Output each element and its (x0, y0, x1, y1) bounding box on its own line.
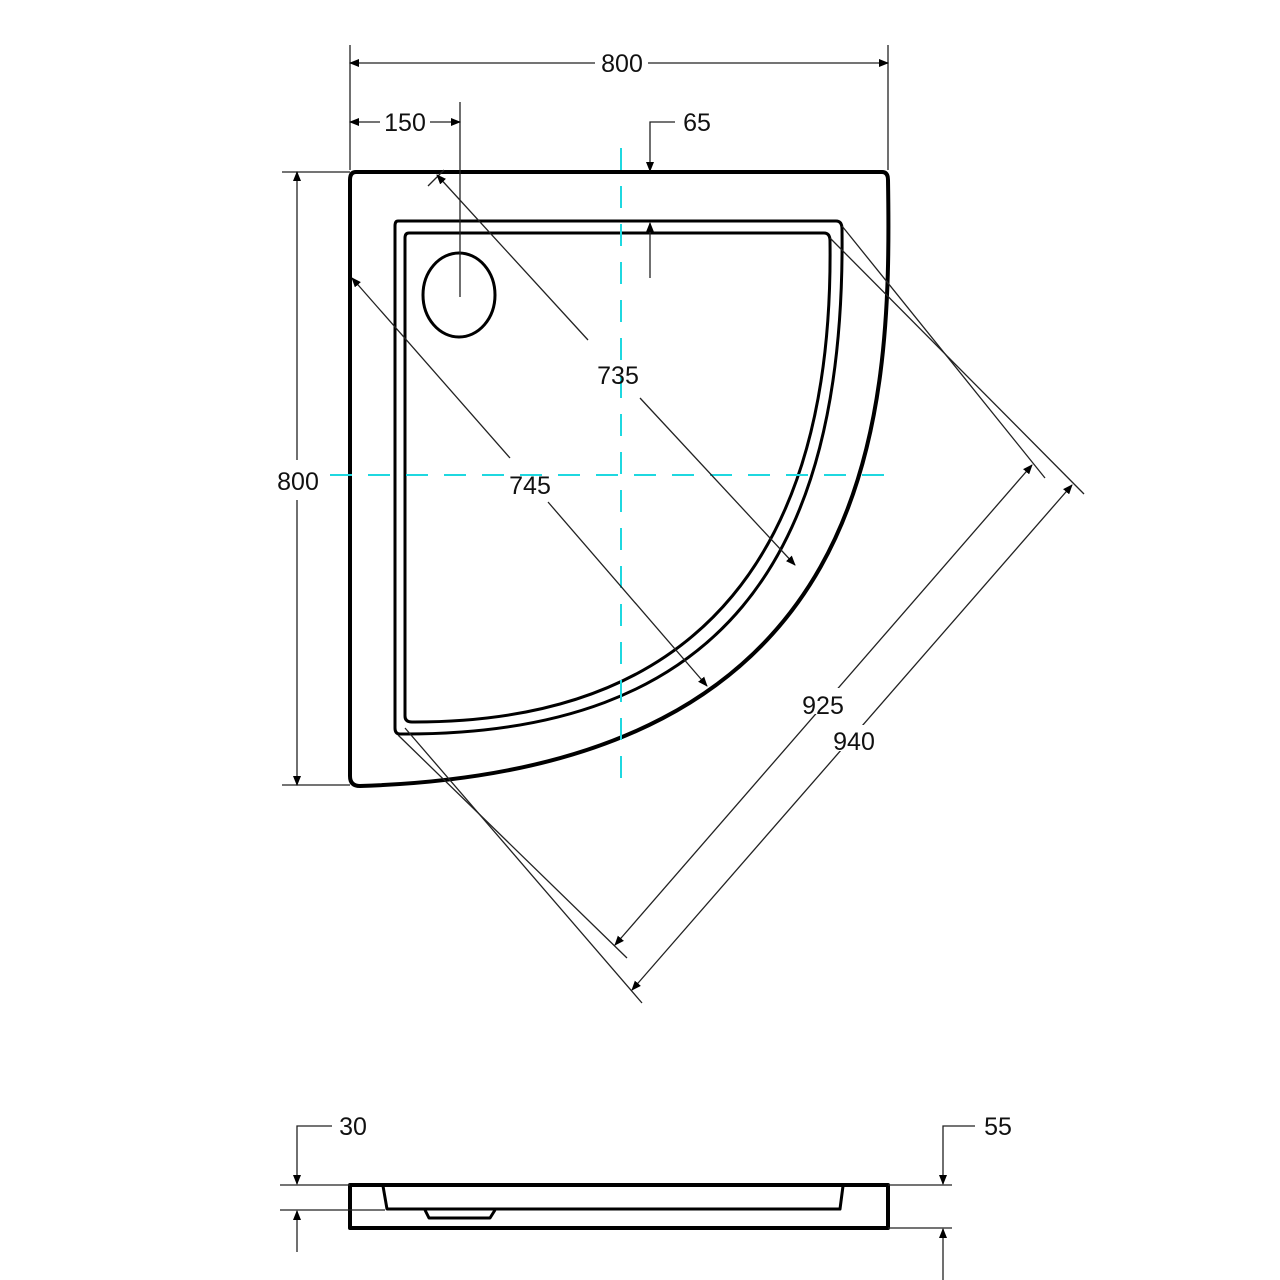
dim-rim-diagonals: 925 940 (397, 225, 1085, 1004)
dim-label-overall-width: 800 (601, 50, 643, 78)
dim-inner-diagonal: 735 (427, 169, 796, 566)
dim-overall-width: 800 (349, 45, 889, 170)
dim-label-rim-depth: 65 (683, 109, 711, 137)
dim-label-overall-depth: 800 (277, 468, 319, 496)
drain-circle (421, 251, 497, 339)
dim-label-basin-depth: 30 (339, 1113, 367, 1141)
dim-rim-depth: 65 (646, 109, 711, 278)
dim-label-inner-diagonal: 735 (597, 362, 639, 390)
side-basin-line (381, 1185, 845, 1211)
dim-label-outer-diagonal: 745 (509, 472, 551, 500)
tray-rim-line (393, 219, 844, 736)
dim-label-rim-diagonal-outer: 940 (833, 728, 875, 756)
dim-total-height: 55 (888, 1113, 1012, 1280)
tray-basin-line (403, 231, 832, 724)
side-drain (423, 1209, 497, 1220)
dim-label-total-height: 55 (984, 1113, 1012, 1141)
dim-overall-depth: 800 (277, 171, 350, 786)
tray-side-view (348, 1183, 890, 1230)
dim-basin-depth: 30 (280, 1113, 385, 1252)
dim-label-rim-diagonal-inner: 925 (802, 692, 844, 720)
side-outline (348, 1183, 890, 1230)
dim-drain-offset: 150 (349, 102, 461, 297)
dim-label-drain-offset: 150 (384, 109, 426, 137)
